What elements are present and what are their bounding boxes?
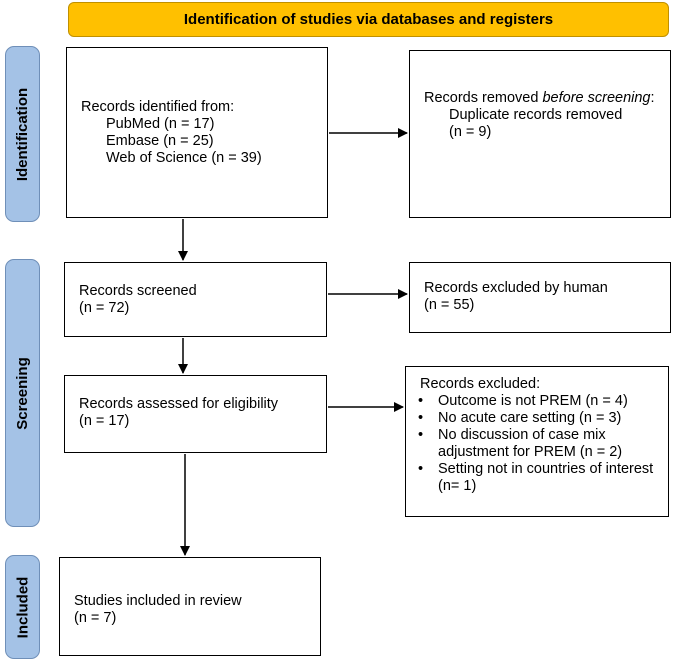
- records-identified-heading: Records identified from:: [81, 99, 235, 115]
- studies-included-label: Studies included in review: [74, 593, 242, 609]
- prisma-header: Identification of studies via databases …: [68, 2, 669, 37]
- exclusion-reason: No discussion of case mix adjustment for…: [406, 427, 660, 461]
- source-embase: Embase (n = 25): [106, 133, 214, 149]
- stage-screening: Screening: [5, 259, 40, 527]
- exclusion-reasons-list: Outcome is not PREM (n = 4) No acute car…: [406, 393, 660, 495]
- exclusion-reason: Outcome is not PREM (n = 4): [406, 393, 660, 410]
- exclusion-reason: No acute care setting (n = 3): [406, 410, 660, 427]
- records-removed-box: Records removed before screening: Duplic…: [409, 50, 671, 218]
- stage-identification: Identification: [5, 46, 40, 222]
- stage-included: Included: [5, 555, 40, 659]
- exclusion-reason: Setting not in countries of interest (n=…: [406, 461, 660, 495]
- records-screened-count: (n = 72): [79, 300, 130, 316]
- records-excluded-box: Records excluded: Outcome is not PREM (n…: [405, 366, 669, 517]
- duplicates-removed-count: (n = 9): [449, 124, 492, 140]
- studies-included-box: Studies included in review (n = 7): [59, 557, 321, 656]
- records-excluded-human-count: (n = 55): [424, 297, 475, 313]
- records-assessed-box: Records assessed for eligibility (n = 17…: [64, 375, 327, 453]
- source-pubmed: PubMed (n = 17): [106, 116, 215, 132]
- records-screened-label: Records screened: [79, 283, 197, 299]
- studies-included-count: (n = 7): [74, 610, 117, 626]
- records-assessed-count: (n = 17): [79, 413, 130, 429]
- records-identified-box: Records identified from: PubMed (n = 17)…: [66, 47, 328, 218]
- records-excluded-heading: Records excluded:: [420, 376, 541, 392]
- records-excluded-human-label: Records excluded by human: [424, 280, 608, 296]
- records-screened-box: Records screened (n = 72): [64, 262, 327, 337]
- header-title: Identification of studies via databases …: [183, 11, 554, 28]
- records-excluded-human-box: Records excluded by human (n = 55): [409, 262, 671, 333]
- source-web-of-science: Web of Science (n = 39): [106, 150, 262, 166]
- records-assessed-label: Records assessed for eligibility: [79, 396, 279, 412]
- duplicates-removed-label: Duplicate records removed: [449, 107, 623, 123]
- records-removed-heading: Records removed before screening:: [424, 90, 655, 106]
